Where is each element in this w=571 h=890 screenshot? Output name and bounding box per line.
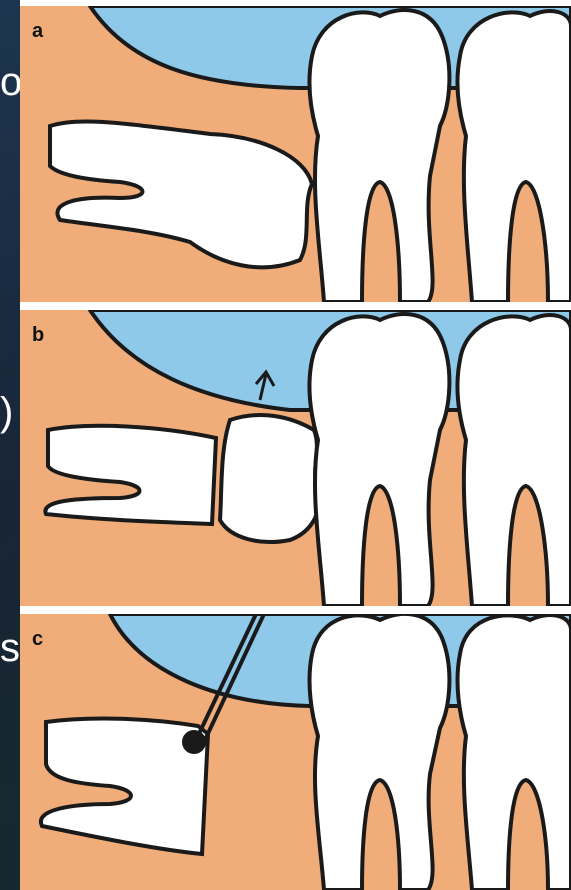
- panel-c-drawing: [20, 614, 571, 890]
- panel-b-drawing: [20, 310, 571, 606]
- panel-a: a: [20, 6, 571, 302]
- slide-text-fragment: ): [0, 392, 13, 432]
- panel-letter-a: a: [32, 20, 43, 43]
- molar-crown-section: [220, 415, 320, 542]
- panel-b: b: [20, 310, 571, 606]
- panel-a-drawing: [20, 6, 571, 302]
- panel-c: c: [20, 614, 571, 890]
- elevator-tip: [182, 730, 206, 754]
- tooth-extraction-figure: a b c: [20, 0, 571, 890]
- panel-letter-c: c: [32, 628, 43, 651]
- molar-root-section: [45, 426, 216, 524]
- slide-text-fragment: s: [0, 628, 20, 668]
- panel-letter-b: b: [32, 324, 44, 347]
